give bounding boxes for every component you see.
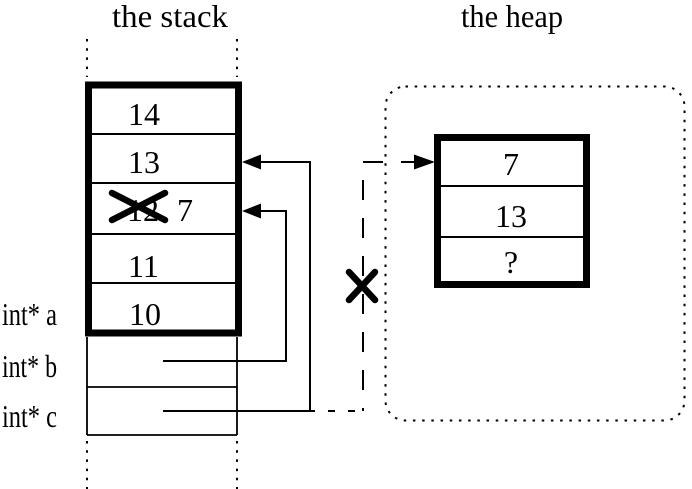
heap-cell-value: 13 [495,198,527,234]
crossed-out-value-x-icon [108,189,169,224]
left-arrowhead-icon [242,203,261,219]
heap-block-box [434,134,590,288]
stack-cell-values: 14 13 12 7 11 10 [127,96,193,332]
pointer-c-line [163,161,311,412]
heap-cell-value: 7 [503,146,519,182]
stack-boundary-guides [86,39,238,489]
pointer-variable-cells [86,337,238,436]
stack-title: the stack [112,0,228,34]
heap-title: the heap [461,0,563,34]
x-stroke [345,268,379,304]
left-arrowhead-icon [242,154,261,170]
pointer-label-a: int* a [2,296,57,332]
deleted-pointer-dashed-line [362,161,414,411]
pointer-b-arrow [163,203,287,362]
pointer-label-b: int* b [2,348,57,384]
heap-region-dotted-border [384,85,686,422]
stack-cell-value: 14 [128,96,160,132]
pointer-label-c: int* c [2,398,57,434]
stack-cell-new-value: 7 [177,192,193,228]
stack-cell-value: 11 [128,248,159,284]
right-arrowhead-icon [414,154,435,170]
pointer-variable-labels: int* a int* b int* c [2,296,57,434]
stack-cell-old-value: 12 [127,192,159,228]
pointer-c-arrow [163,154,311,412]
heap-cell-values: 7 13 ? [495,146,527,280]
deleted-heap-pointer-arrow [310,154,435,412]
stack-row-separators [92,133,235,284]
heap-cell-value: ? [504,244,518,280]
x-stroke [108,189,169,224]
stack-cell-value: 10 [129,296,161,332]
invalid-pointer-x-icon [345,268,379,304]
stack-cell-value: 13 [128,144,160,180]
pointer-b-line [163,210,287,362]
heap-row-separators [441,185,583,238]
stack-frame-box [85,81,242,337]
